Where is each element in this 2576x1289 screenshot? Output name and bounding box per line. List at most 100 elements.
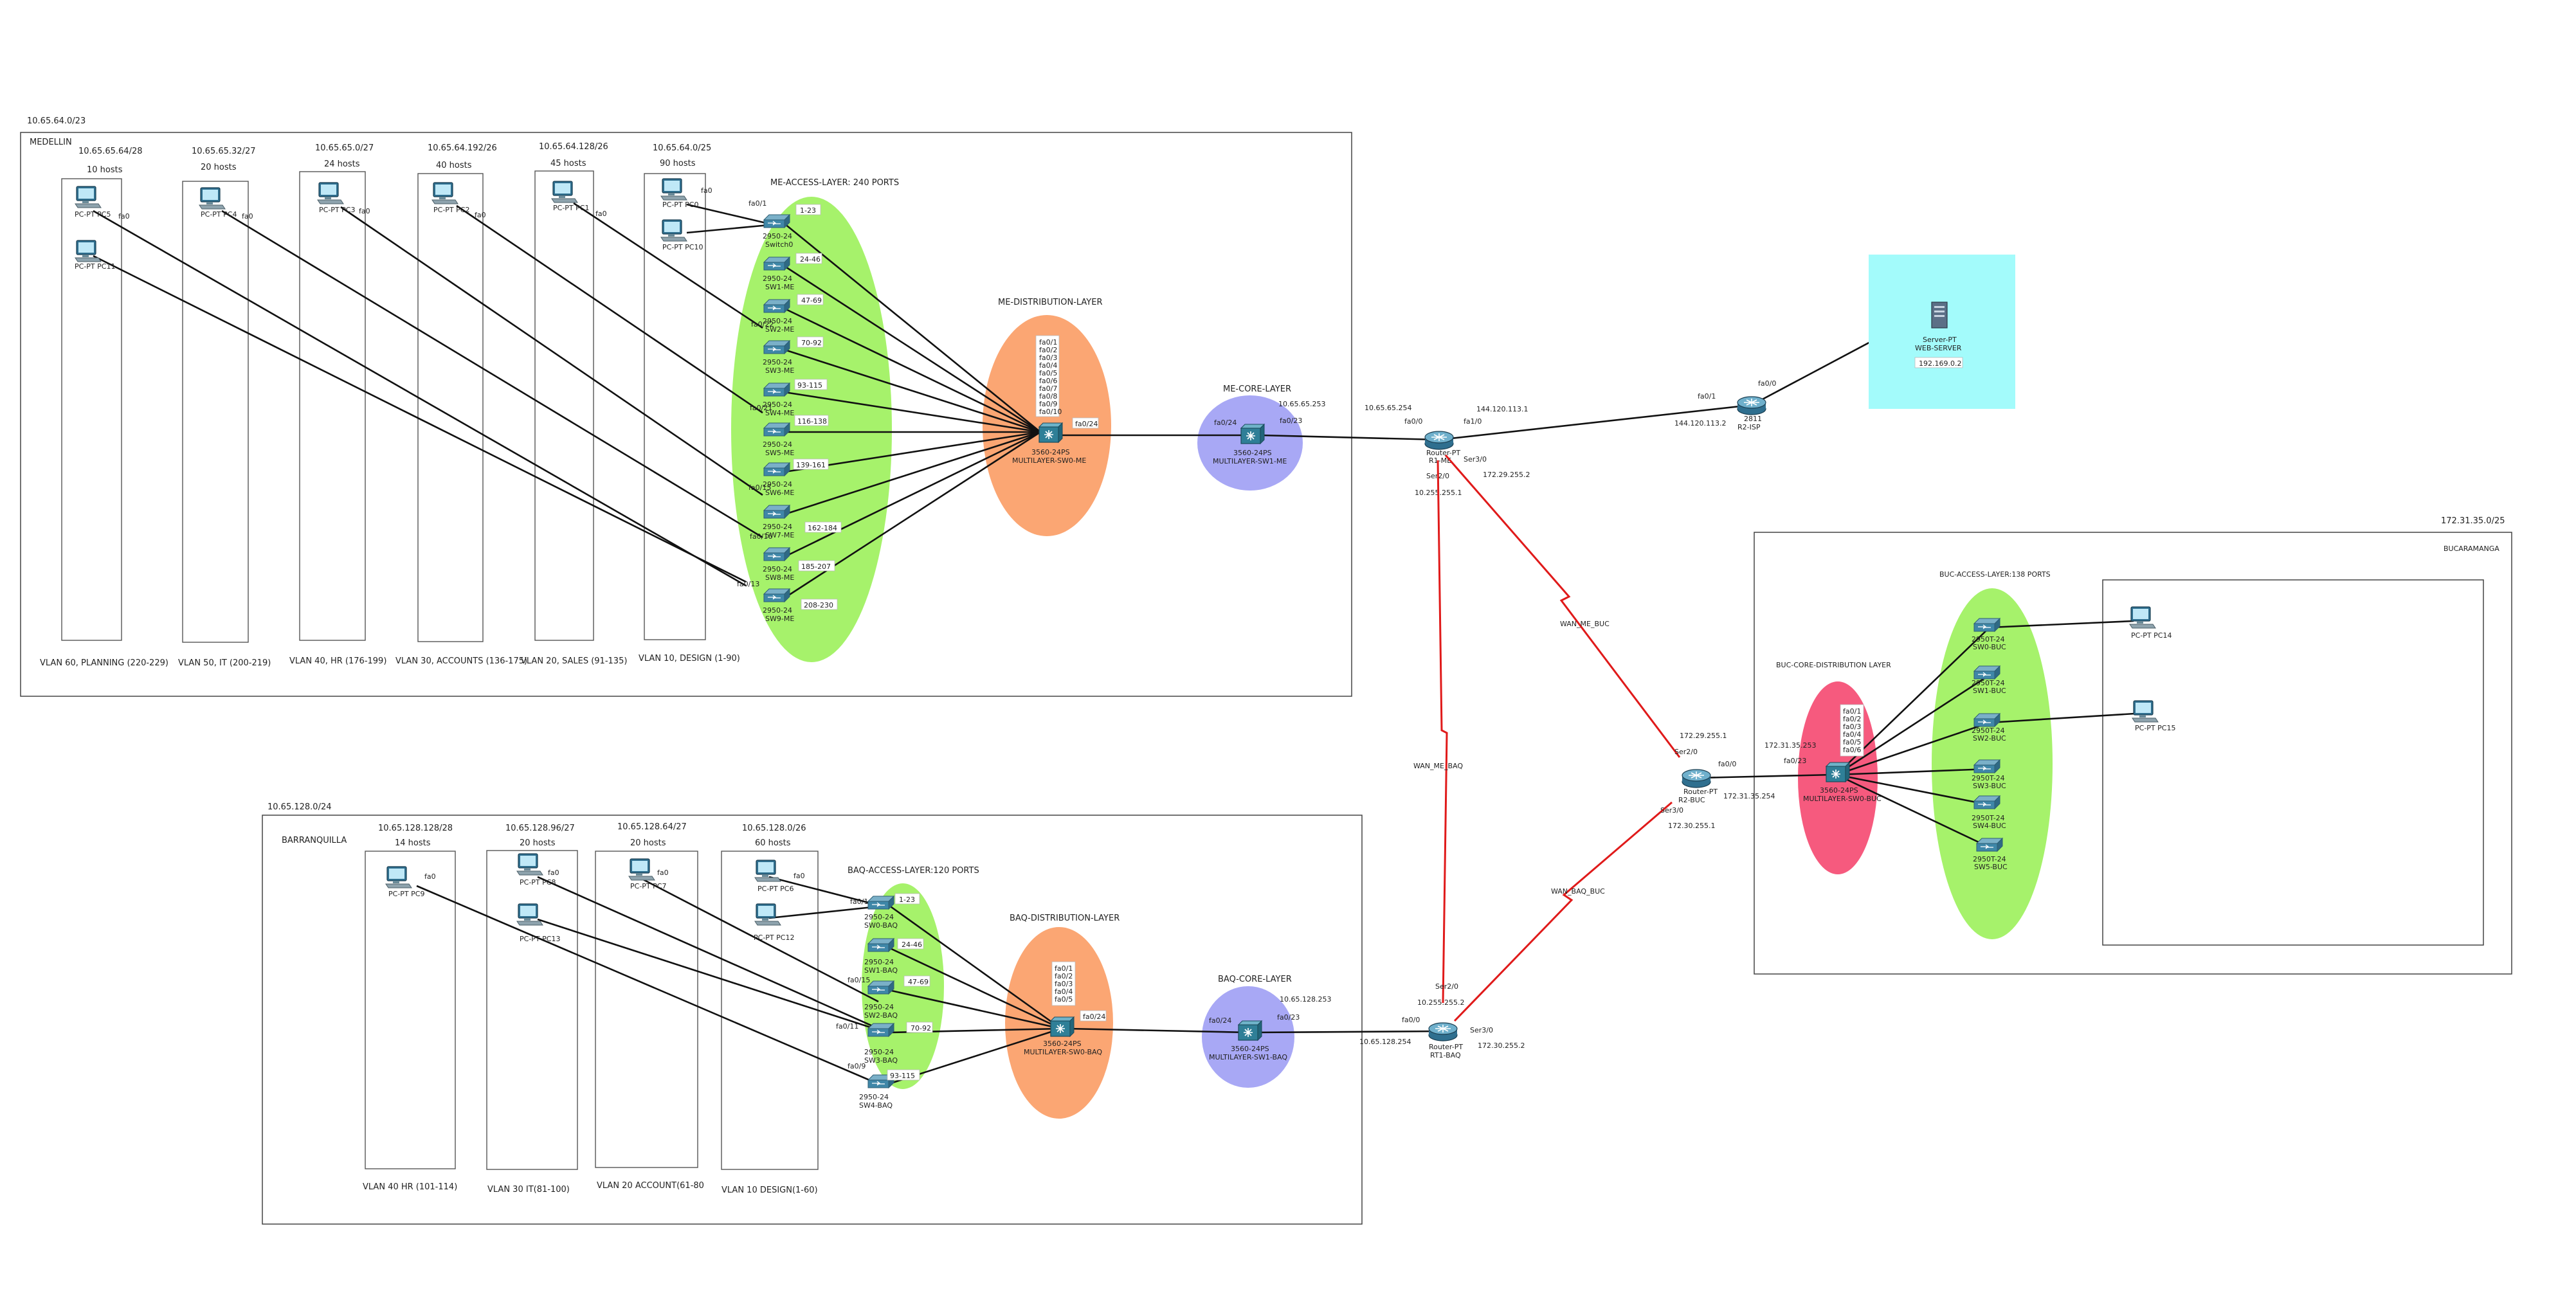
vlan-subnet: 10.65.128.64/27 <box>617 822 687 832</box>
port-range: 139-161 <box>796 461 826 469</box>
switch-icon[interactable] <box>763 588 790 602</box>
pc-icon[interactable] <box>2132 700 2159 723</box>
port-label: fa0 <box>701 186 712 195</box>
uplink <box>888 904 1062 1030</box>
pc-icon[interactable] <box>75 186 102 208</box>
pc-icon[interactable] <box>317 182 344 204</box>
wan-links: WAN_ME_BUC WAN_ME_BAQ WAN_BAQ_BUC <box>1413 455 1681 1022</box>
port-label: fa0 <box>359 207 370 215</box>
buc-core-title: BUC-CORE-DISTRIBUTION LAYER <box>1776 661 1891 669</box>
port-list-box <box>1035 335 1060 417</box>
switch-icon[interactable] <box>763 462 790 476</box>
port-item: fa0/4 <box>1039 361 1057 370</box>
vlan-name: VLAN 40, HR (176-199) <box>289 656 386 666</box>
switch-icon[interactable] <box>763 299 790 313</box>
medellin-site-label: MEDELLIN <box>30 138 72 147</box>
port-label: fa0 <box>424 872 436 881</box>
switch-name: SW5-BUC <box>1974 863 2008 871</box>
switch-icon[interactable] <box>867 896 894 910</box>
switch-name: SW6-ME <box>765 489 794 497</box>
router-isp-port: fa1/0 <box>1464 417 1482 426</box>
switch-uplink: fa0/23 <box>1784 757 1806 765</box>
vlan-hosts: 24 hosts <box>324 159 360 169</box>
vlan-subnet: 10.65.64.0/25 <box>653 143 711 153</box>
port-item: fa0/3 <box>1039 354 1057 362</box>
vlan-subnet: 10.65.128.128/28 <box>378 824 453 833</box>
buc-access-switches: 2950T-24 SW0-BUC 2950T-24 SW1-BUC 2950T-… <box>1972 618 2008 871</box>
vlan-name: VLAN 20, SALES (91-135) <box>521 656 627 666</box>
link-core-to-access <box>1836 721 1990 776</box>
multilayer-switch-icon[interactable] <box>1240 424 1265 444</box>
link-pc0 <box>686 203 770 225</box>
multilayer-switch-icon[interactable] <box>1039 422 1063 443</box>
switch-name: SW0-BUC <box>1973 643 2006 651</box>
switch-icon[interactable] <box>1973 618 2000 632</box>
switch-icon[interactable] <box>763 340 790 354</box>
port-item: fa0/6 <box>1843 746 1861 754</box>
switch-model: 2950-24 <box>763 606 792 615</box>
switch-icon[interactable] <box>763 383 790 397</box>
server-icon[interactable] <box>1931 302 1948 329</box>
pc-icon[interactable] <box>628 858 655 881</box>
switch-icon[interactable] <box>867 938 894 952</box>
port-label: fa0/15 <box>748 483 771 492</box>
switch-model: 2950-24 <box>763 317 792 325</box>
router-icon[interactable] <box>1428 1022 1458 1041</box>
router-ser3-ip: 172.30.255.1 <box>1668 822 1715 830</box>
switch-name: SW7-ME <box>765 531 794 539</box>
pc-icon[interactable] <box>754 903 781 926</box>
switch-icon[interactable] <box>763 214 790 228</box>
router-isp-ip: 144.120.113.1 <box>1476 405 1528 413</box>
multilayer-switch-icon[interactable] <box>1826 762 1850 782</box>
baq-pcs: PC-PT PC9 fa0 PC-PT PC8 PC-PT PC13 fa0 P… <box>385 853 805 943</box>
switch-icon[interactable] <box>763 547 790 561</box>
port-item: fa0/3 <box>1843 723 1861 731</box>
medellin-network-label: 10.65.64.0/23 <box>27 116 86 126</box>
port-item: fa0/8 <box>1039 392 1057 401</box>
pc-label: PC-PT PC10 <box>662 243 703 251</box>
switch-icon[interactable] <box>1973 795 2000 809</box>
router-icon[interactable] <box>1737 396 1766 415</box>
switch-icon[interactable] <box>1973 713 2000 727</box>
router-icon[interactable] <box>1682 769 1711 788</box>
baq-links <box>416 876 1444 1085</box>
multilayer-switch-icon[interactable] <box>1238 1020 1262 1041</box>
bucaramanga-network-label: 172.31.35.0/25 <box>2441 516 2505 526</box>
multilayer-switch-icon[interactable] <box>1050 1016 1075 1037</box>
pc-icon[interactable] <box>199 187 226 210</box>
switch-icon[interactable] <box>763 505 790 519</box>
vlan-column-it <box>182 181 249 643</box>
port-label: fa0/11 <box>836 1022 858 1031</box>
switch-icon[interactable] <box>1973 759 2000 773</box>
switch-icon[interactable] <box>867 980 894 995</box>
switch-icon[interactable] <box>763 422 790 437</box>
pc-icon[interactable] <box>2129 606 2156 629</box>
router-lan-ip: 10.65.128.254 <box>1359 1038 1411 1046</box>
port-range-box <box>804 521 842 533</box>
pc-icon[interactable] <box>75 240 102 262</box>
vlan-subnet: 10.65.65.0/27 <box>315 143 374 153</box>
port-label: fa0 <box>794 872 805 880</box>
switch-icon[interactable] <box>1973 665 2000 680</box>
router-model: 2811 <box>1744 415 1762 423</box>
uplink <box>784 307 1041 433</box>
pc-icon[interactable] <box>754 860 781 882</box>
switch-icon[interactable] <box>1976 838 2003 852</box>
pc-icon[interactable] <box>660 219 687 242</box>
pc-icon[interactable] <box>551 181 578 203</box>
pc-icon[interactable] <box>660 178 687 201</box>
switch-icon[interactable] <box>867 1023 894 1037</box>
port-label: fa0 <box>118 212 130 221</box>
pc-icon[interactable] <box>385 866 412 888</box>
switch-name: SW0-BAQ <box>864 921 898 930</box>
wan-label: WAN_BAQ_BUC <box>1551 887 1605 896</box>
pc-icon[interactable] <box>431 182 458 204</box>
pc-label: PC-PT PC1 <box>553 204 589 212</box>
switch-icon[interactable] <box>763 257 790 271</box>
pc-icon[interactable] <box>516 853 543 876</box>
router-icon[interactable] <box>1424 431 1454 450</box>
switch-name: SW9-ME <box>765 615 794 623</box>
pc-icon[interactable] <box>516 903 543 926</box>
port-item: fa0/5 <box>1055 995 1073 1004</box>
port-range-box <box>793 458 829 470</box>
